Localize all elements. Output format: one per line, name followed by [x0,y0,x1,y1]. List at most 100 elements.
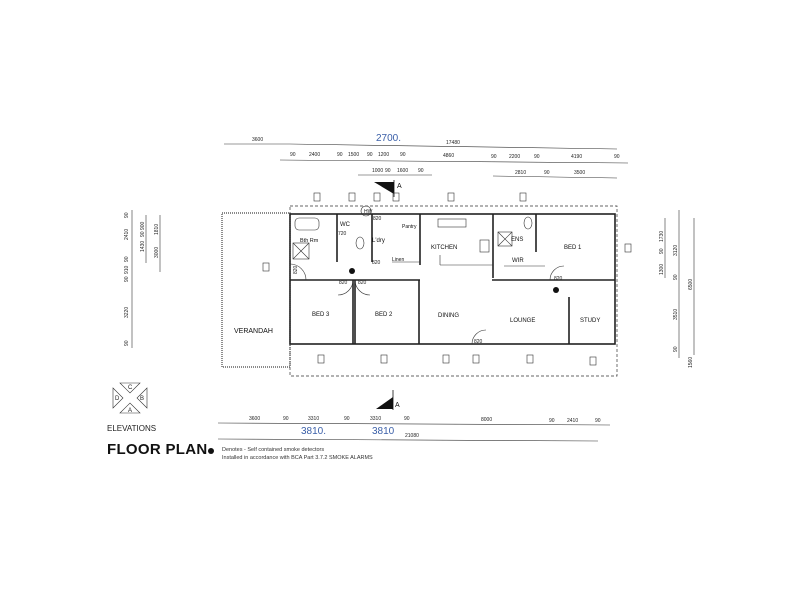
fixtures [292,216,533,260]
room-label-wc: WC [340,222,351,228]
dim: 1810 [154,224,160,235]
shower-icon [292,242,310,260]
elev-d: D [115,396,120,402]
dim: 90 [404,416,410,422]
room-label-verandah: VERANDAH [234,328,273,335]
legend-line-1: Denotes - Self contained smoke detectors [222,447,325,453]
dim: 4860 [443,153,454,159]
dim: 3310 [308,416,319,422]
room-label-lounge: LOUNGE [510,318,535,324]
window-icon [373,192,381,202]
elev-c: C [128,385,133,391]
window-icon [348,192,356,202]
dim: 90 [418,168,424,174]
dim: 90 [385,168,391,174]
right-dimensions: 1730 90 1300 3120 90 6500 3510 90 1560 [659,210,695,368]
dim: 1430 [140,241,146,252]
dim: 1300 [659,264,665,275]
window-icon [624,243,632,253]
hot-water-icon [360,205,372,217]
verandah-outline [221,212,291,368]
dim: 3600 [252,137,263,143]
window-icon [442,354,450,364]
dim: 90 [283,416,289,422]
doors: 820 820 820 820 820 820 820 720 HW [289,205,565,345]
elev-b: B [140,396,144,402]
window-icon [472,354,480,364]
section-label: A [395,402,400,409]
dim: 90 [614,154,620,160]
door-size: 820 [373,216,382,222]
smoke-detector-icon [349,268,355,274]
window-icon [392,192,400,202]
dim: 90 [400,152,406,158]
room-label-dining: DINING [438,313,459,319]
basin-icon [355,236,365,250]
elev-a: A [128,408,132,414]
section-marker-top: A [374,180,402,197]
dim: 1200 [378,152,389,158]
page-title: FLOOR PLAN [107,441,208,458]
bottom-dimensions: 3600 90 3310 90 3310 90 8000 90 2410 90 … [217,416,611,442]
dim: 3220 [124,307,130,318]
window-icon [519,192,527,202]
dim: 1600 [397,168,408,174]
dim: 90 [337,152,343,158]
room-label-bed2: BED 2 [375,312,393,318]
window-icon [380,354,388,364]
window-icon [526,354,534,364]
sink-icon [437,218,467,228]
dim: 4190 [571,154,582,160]
handwritten-dim: 2700. [376,133,401,144]
top-dimensions: 3600 17480 2700. 90 2400 90 1500 90 1200… [224,133,629,179]
dim: 2200 [509,154,520,160]
window-icon [447,192,455,202]
room-label-study: STUDY [580,318,600,324]
dim: 1730 [659,231,665,242]
dim: 3600 [249,416,260,422]
door-size: 820 [293,265,299,274]
room-label-bed1: BED 1 [564,245,582,251]
room-label-bath: Bth Rm [300,238,319,244]
window-icon [589,356,597,366]
window-icon [317,354,325,364]
handwritten-dim: 3810 [372,426,395,437]
shower-icon [497,231,513,247]
dim: 3510 [673,309,679,320]
dim: 90 [124,256,130,262]
dim: 2810 [515,170,526,176]
room-label-pantry: Pantry [402,224,417,230]
door-size: 820 [358,280,367,286]
smoke-detector-icon [553,287,559,293]
dim: 1500 [348,152,359,158]
window-icon [313,192,321,202]
roof-outline [289,205,618,377]
dim: 8000 [481,417,492,423]
room-label-wir: WIR [512,258,524,264]
door-size: 820 [372,260,381,266]
door-size: 820 [474,339,483,345]
dim: 910 [124,265,130,274]
dim: 90 [673,274,679,280]
left-dimensions: 90 2410 90 910 90 3220 90 1430 90 900 18… [124,210,161,348]
cooktop-icon [479,239,490,253]
dim: 2400 [309,152,320,158]
dim: 90 [140,231,146,237]
hot-water-label: HW [364,209,373,215]
dim: 90 [549,418,555,424]
dim: 900 [140,221,146,230]
dim: 1000 [372,168,383,174]
dim: 21080 [405,433,419,439]
dim: 3500 [574,170,585,176]
dim: 90 [367,152,373,158]
dim: 3310 [370,416,381,422]
dim: 1560 [688,357,694,368]
legend-line-2: Installed in accordance with BCA Part 3.… [222,455,373,461]
dim: 90 [534,154,540,160]
room-label-ens: ENS [511,237,523,243]
dim: 6500 [688,279,694,290]
dim: 90 [659,248,665,254]
dim: 3000 [154,247,160,258]
dim: 17480 [446,140,460,146]
section-marker-bottom: A [376,390,400,410]
